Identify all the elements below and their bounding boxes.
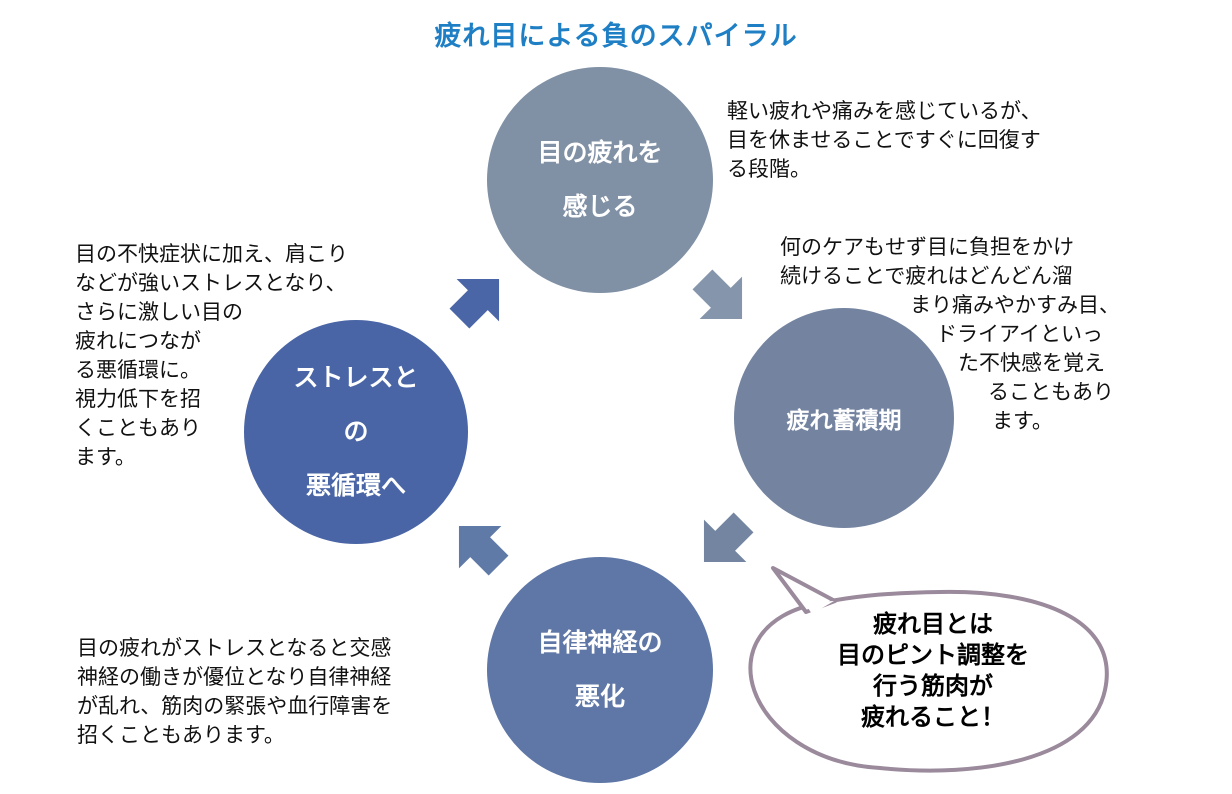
description-line: る悪循環に。 (75, 358, 201, 382)
diagram-title: 疲れ目による負のスパイラル (434, 21, 798, 52)
description-line: 疲れにつなが (75, 329, 201, 353)
description-line: が乱れ、筋肉の緊張や血行障害を (77, 694, 393, 718)
description-line: さらに激しい目の (75, 300, 243, 324)
stage-circle-stress-cycle: ストレスと の 悪循環へ (244, 320, 468, 544)
description-line: ドライアイといっ (936, 322, 1103, 346)
stage-label-line: ストレスと (293, 363, 419, 392)
stage-label-line: 悪循環へ (305, 471, 406, 500)
description-line: ます。 (75, 445, 136, 469)
callout-line: 疲れ目とは (873, 610, 993, 638)
stage-circle-eye-fatigue: 目の疲れを 感じる (487, 67, 713, 293)
stage-label-line: 疲れ蓄積期 (786, 408, 902, 434)
description-line: 目の不快症状に加え、肩こり (75, 242, 348, 266)
stage-label-line: の (343, 417, 369, 446)
description-line: などが強いストレスとなり、 (75, 271, 347, 295)
description-line: 続けることで疲れはどんどん溜 (780, 264, 1073, 288)
description-line: る段階。 (727, 157, 811, 181)
stage-circle-autonomic-deterioration: 自律神経の 悪化 (487, 557, 713, 783)
callout-line: 行う筋肉が (873, 672, 993, 700)
description-line: 軽い疲れや痛みを感じているが、 (727, 99, 1042, 123)
arrow-up-left-icon (458, 525, 509, 576)
stage-circle-fatigue-accumulation: 疲れ蓄積期 (734, 308, 954, 528)
description-line: た不快感を覚え (958, 351, 1105, 375)
description-line: くこともあり (75, 416, 201, 440)
stage1-description: 軽い疲れや痛みを感じているが、 目を休ませることですぐに回復す る段階。 (727, 97, 1042, 184)
stage-label-line: 感じる (562, 192, 638, 221)
callout-line: 疲れること！ (861, 703, 1005, 731)
description-line: ます。 (992, 409, 1053, 433)
stage-label-line: 自律神経の (537, 628, 663, 657)
callout-line: 目のピント調整を (837, 641, 1029, 669)
arrow-down-left-icon (703, 512, 754, 563)
stage-label-line: 目の疲れを (537, 138, 663, 167)
stage2-description: 何のケアもせず目に負担をかけ 続けることで疲れはどんどん溜 まり痛みやかすみ目、… (762, 233, 1120, 436)
description-line: まり痛みやかすみ目、 (910, 293, 1120, 317)
stage-label-line: 悪化 (574, 682, 625, 711)
description-line: 何のケアもせず目に負担をかけ (780, 235, 1074, 259)
callout-text: 疲れ目とは 目のピント調整を 行う筋肉が 疲れること！ (768, 609, 1098, 733)
description-line: ることもあり (988, 380, 1114, 404)
description-line: 視力低下を招 (75, 387, 201, 411)
description-line: 目を休ませることですぐに回復す (727, 128, 1041, 152)
stage3-description: 目の疲れがストレスとなると交感 神経の働きが優位となり自律神経 が乱れ、筋肉の緊… (77, 634, 392, 750)
callout-bubble (748, 589, 1109, 773)
stage4-description: 目の不快症状に加え、肩こり などが強いストレスとなり、 さらに激しい目の 疲れに… (75, 240, 348, 472)
arrow-down-right-icon (692, 269, 743, 320)
description-line: 神経の働きが優位となり自律神経 (77, 665, 392, 689)
description-line: 目の疲れがストレスとなると交感 (77, 636, 392, 660)
description-line: 招くこともあります。 (77, 723, 285, 747)
arrow-up-right-icon (449, 278, 500, 329)
